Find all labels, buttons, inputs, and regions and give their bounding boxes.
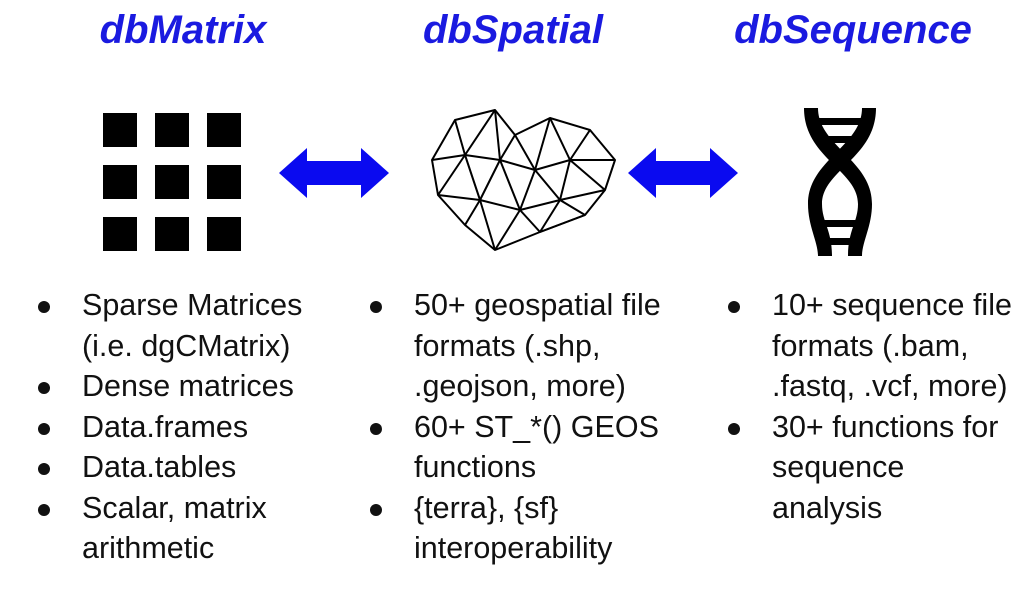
list-item: 50+ geospatial file formats (.shp, .geoj… xyxy=(362,285,692,407)
list-item: 60+ ST_*() GEOS functions xyxy=(362,407,692,488)
list-item: Dense matrices xyxy=(30,366,350,407)
dna-helix-icon xyxy=(804,108,876,256)
dbsequence-bullet-list: 10+ sequence file formats (.bam, .fastq,… xyxy=(720,285,1020,528)
list-item: Scalar, matrix arithmetic xyxy=(30,488,350,569)
list-item: 30+ functions for sequence analysis xyxy=(720,407,1020,529)
double-arrow-icon xyxy=(628,148,738,198)
double-arrow-icon xyxy=(279,148,389,198)
list-item: Data.tables xyxy=(30,447,350,488)
dbmatrix-title: dbMatrix xyxy=(99,8,267,52)
grid-icon xyxy=(103,113,241,251)
dbsequence-title: dbSequence xyxy=(734,8,972,52)
list-item: {terra}, {sf} interoperability xyxy=(362,488,692,569)
list-item: Data.frames xyxy=(30,407,350,448)
dbmatrix-bullet-list: Sparse Matrices (i.e. dgCMatrix) Dense m… xyxy=(30,285,350,569)
triangulated-mesh-icon xyxy=(431,109,616,251)
list-item: 10+ sequence file formats (.bam, .fastq,… xyxy=(720,285,1020,407)
dbspatial-bullet-list: 50+ geospatial file formats (.shp, .geoj… xyxy=(362,285,692,569)
dbspatial-title: dbSpatial xyxy=(422,8,604,52)
list-item: Sparse Matrices (i.e. dgCMatrix) xyxy=(30,285,350,366)
